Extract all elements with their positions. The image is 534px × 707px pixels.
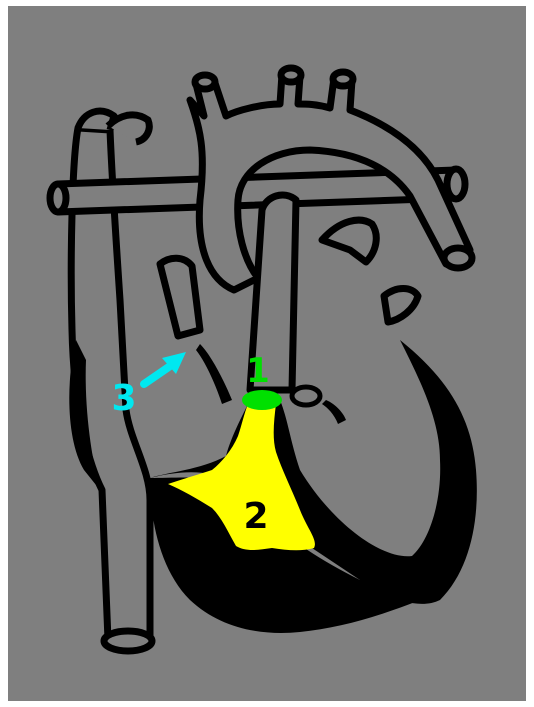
marker-2-label: 2 <box>243 496 268 537</box>
heart-diagram: 1 2 3 <box>8 6 526 701</box>
diagram-panel: 1 2 3 <box>8 6 526 701</box>
marker-1-label: 1 <box>246 351 270 391</box>
green-marker-oval <box>242 390 282 410</box>
marker-3-label: 3 <box>111 378 136 419</box>
